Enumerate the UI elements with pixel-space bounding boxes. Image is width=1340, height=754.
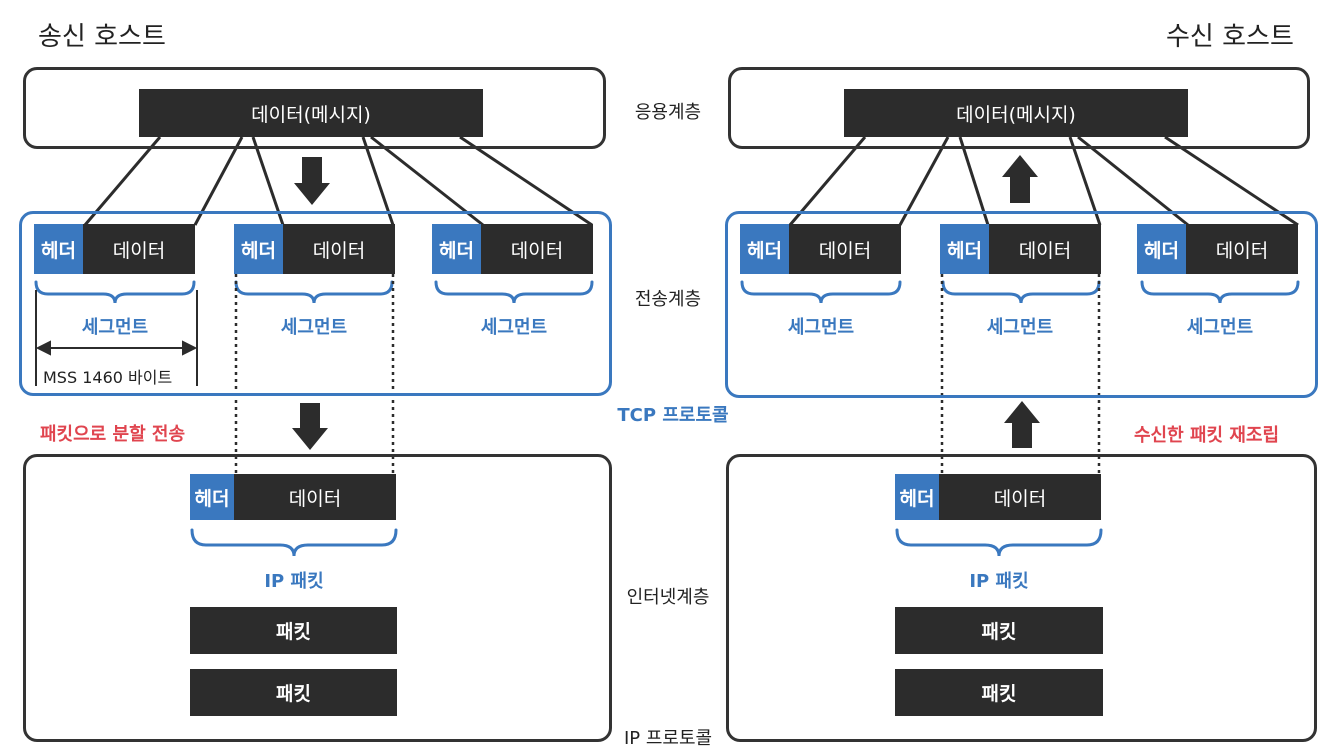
receiver-segment-2-data: 데이터 — [989, 224, 1101, 274]
receiver-application-frame — [728, 67, 1310, 149]
sender-packet-1: 패킷 — [190, 607, 397, 654]
receiver-segment-3-header: 헤더 — [1137, 224, 1186, 274]
ip-protocol-label: IP 프로토콜 — [623, 728, 713, 749]
tcp-protocol-label: TCP 프로토콜 — [617, 405, 729, 426]
sender-internet-frame — [23, 454, 612, 742]
sender-down-arrows — [292, 157, 330, 450]
sender-packet-2: 패킷 — [190, 669, 397, 716]
sender-segment-1-header: 헤더 — [34, 224, 83, 274]
internet-layer-label: 인터넷계층 — [626, 587, 710, 608]
receiver-transport-frame — [725, 211, 1318, 398]
up-arrow-icon — [1004, 401, 1040, 448]
receiver-segment-1-label: 세그먼트 — [787, 317, 855, 338]
sender-segment-3-label: 세그먼트 — [480, 317, 548, 338]
sender-ip-packet-header: 헤더 — [190, 474, 234, 520]
sender-ip-packet-data: 데이터 — [234, 474, 396, 520]
split-transmit-note: 패킷으로 분할 전송 — [40, 424, 186, 445]
reassemble-note: 수신한 패킷 재조립 — [1134, 425, 1280, 446]
receiver-ip-packet-label: IP 패킷 — [969, 571, 1029, 592]
receiver-segment-2-label: 세그먼트 — [986, 317, 1054, 338]
receiver-segment-1-data: 데이터 — [789, 224, 901, 274]
receiver-message-box: 데이터(메시지) — [844, 89, 1188, 137]
receiver-ip-packet-data: 데이터 — [939, 474, 1101, 520]
sender-split-lines — [83, 135, 593, 227]
receiver-up-arrows — [1002, 155, 1040, 448]
sender-segment-1-label: 세그먼트 — [81, 317, 149, 338]
receiver-packet-2: 패킷 — [895, 669, 1103, 716]
ip-packet-braces — [190, 528, 1103, 557]
receiver-internet-frame — [726, 454, 1317, 742]
down-arrow-icon — [292, 403, 328, 450]
sender-segment-2-data: 데이터 — [283, 224, 395, 274]
segment-braces — [34, 280, 1300, 304]
receiver-segment-3-label: 세그먼트 — [1186, 317, 1254, 338]
sender-segment-3-data: 데이터 — [481, 224, 593, 274]
mss-dimension — [35, 290, 198, 386]
sender-segment-1-data: 데이터 — [83, 224, 195, 274]
transport-layer-label: 전송계층 — [634, 289, 702, 310]
receiver-segment-1-header: 헤더 — [740, 224, 789, 274]
sender-ip-packet-label: IP 패킷 — [264, 571, 324, 592]
receiver-host-title: 수신 호스트 — [1166, 22, 1294, 52]
sender-segment-2-header: 헤더 — [234, 224, 283, 274]
sender-segment-2-label: 세그먼트 — [280, 317, 348, 338]
receiver-segment-3-data: 데이터 — [1186, 224, 1298, 274]
sender-host-title: 송신 호스트 — [38, 22, 166, 52]
mss-label: MSS 1460 바이트 — [43, 368, 173, 387]
up-arrow-icon — [1002, 155, 1038, 203]
application-layer-label: 응용계층 — [634, 102, 702, 123]
sender-application-frame — [23, 67, 606, 149]
down-arrow-icon — [294, 157, 330, 205]
sender-segment-3-header: 헤더 — [432, 224, 481, 274]
receiver-segment-2-header: 헤더 — [940, 224, 989, 274]
dotted-guides — [234, 274, 1101, 474]
receiver-packet-1: 패킷 — [895, 607, 1103, 654]
sender-message-box: 데이터(메시지) — [139, 89, 483, 137]
sender-transport-frame — [19, 211, 612, 396]
receiver-ip-packet-header: 헤더 — [895, 474, 939, 520]
receiver-join-lines — [788, 135, 1299, 227]
